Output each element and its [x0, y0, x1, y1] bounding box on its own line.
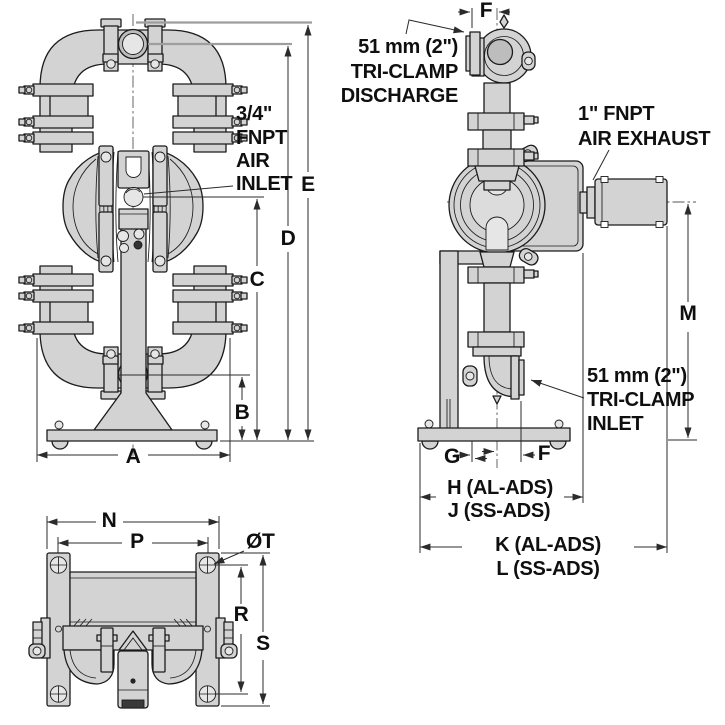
dim-label-p: P — [130, 530, 144, 553]
base-plate — [69, 571, 197, 629]
base-foot — [549, 440, 567, 450]
base-foot — [195, 440, 213, 450]
front-dimensions: A B C D E 3/4" FNPT AIR INLET — [36, 21, 315, 468]
center-chevron — [118, 630, 148, 651]
exhaust-note-line2: AIR EXHAUST — [578, 128, 710, 150]
bottom-view-dimensions: N P ØT R S — [47, 509, 275, 707]
dim-label-n: N — [102, 509, 117, 532]
side-dimensions: F G F M H (AL-ADS) J (SS-ADS) K (AL-ADS)… — [341, 0, 711, 580]
bottom-view: N P ØT R S — [28, 509, 275, 709]
base-foot — [51, 440, 69, 450]
discharge-note-line3: DISCHARGE — [341, 85, 458, 107]
air-inlet-note: 3/4" FNPT AIR INLET — [236, 103, 293, 195]
dim-label-l: L (SS-ADS) — [496, 558, 599, 580]
discharge-note-line2: TRI-CLAMP — [351, 61, 458, 83]
port-clamp-bracket — [100, 18, 122, 72]
air-inlet-note-line4: INLET — [236, 173, 292, 195]
muffler — [579, 176, 668, 228]
dim-label-e: E — [301, 173, 315, 196]
dim-label-t: ØT — [246, 530, 275, 553]
exhaust-note-line1: 1" FNPT — [578, 103, 654, 125]
side-port-fitting — [28, 617, 51, 659]
discharge-pipe-assembly — [465, 14, 539, 191]
inlet-note: 51 mm (2") TRI-CLAMP INLET — [587, 365, 695, 435]
dim-label-h: H (AL-ADS) — [447, 477, 553, 499]
mount-screw — [49, 556, 68, 574]
chamber-lug-lower — [518, 247, 539, 266]
dim-label-b: B — [235, 401, 250, 424]
air-inlet-note-line2: FNPT — [236, 127, 287, 149]
discharge-note: 51 mm (2") TRI-CLAMP DISCHARGE — [341, 36, 459, 107]
dim-label-d: D — [281, 227, 296, 250]
dim-label-f-top: F — [480, 0, 493, 22]
side-view: F G F M H (AL-ADS) J (SS-ADS) K (AL-ADS)… — [341, 0, 711, 580]
dim-label-f-bottom: F — [538, 442, 551, 465]
dim-label-g: G — [444, 445, 460, 468]
dim-label-a: A — [126, 445, 141, 468]
dim-label-c: C — [250, 268, 265, 291]
bottom-clamp-strap — [96, 627, 118, 673]
dim-label-r: R — [234, 603, 249, 626]
dim-label-s: S — [256, 632, 270, 655]
dim-label-k: K (AL-ADS) — [495, 534, 601, 556]
bottom-center-column — [117, 650, 149, 709]
front-view: A B C D E 3/4" FNPT AIR INLET — [18, 14, 315, 468]
inlet-note-line1: 51 mm (2") — [587, 365, 687, 387]
exhaust-note: 1" FNPT AIR EXHAUST — [578, 103, 711, 150]
inlet-pipe-assembly — [462, 251, 539, 405]
discharge-note-line1: 51 mm (2") — [358, 36, 458, 58]
dim-label-j: J (SS-ADS) — [448, 500, 551, 522]
air-valve-section — [117, 150, 150, 253]
air-inlet-note-line3: AIR — [236, 150, 270, 172]
inlet-note-line2: TRI-CLAMP — [587, 389, 694, 411]
base-foot — [421, 440, 439, 450]
inlet-note-line3: INLET — [587, 413, 643, 435]
chamber-clamp-straps — [98, 145, 168, 207]
tri-clamp-flange-stack — [18, 83, 94, 145]
air-inlet-port — [123, 187, 144, 207]
air-inlet-note-line1: 3/4" — [236, 103, 272, 125]
side-base — [417, 419, 571, 450]
dim-label-m: M — [679, 302, 696, 325]
front-upper-manifold — [18, 18, 248, 153]
front-base — [46, 420, 218, 450]
